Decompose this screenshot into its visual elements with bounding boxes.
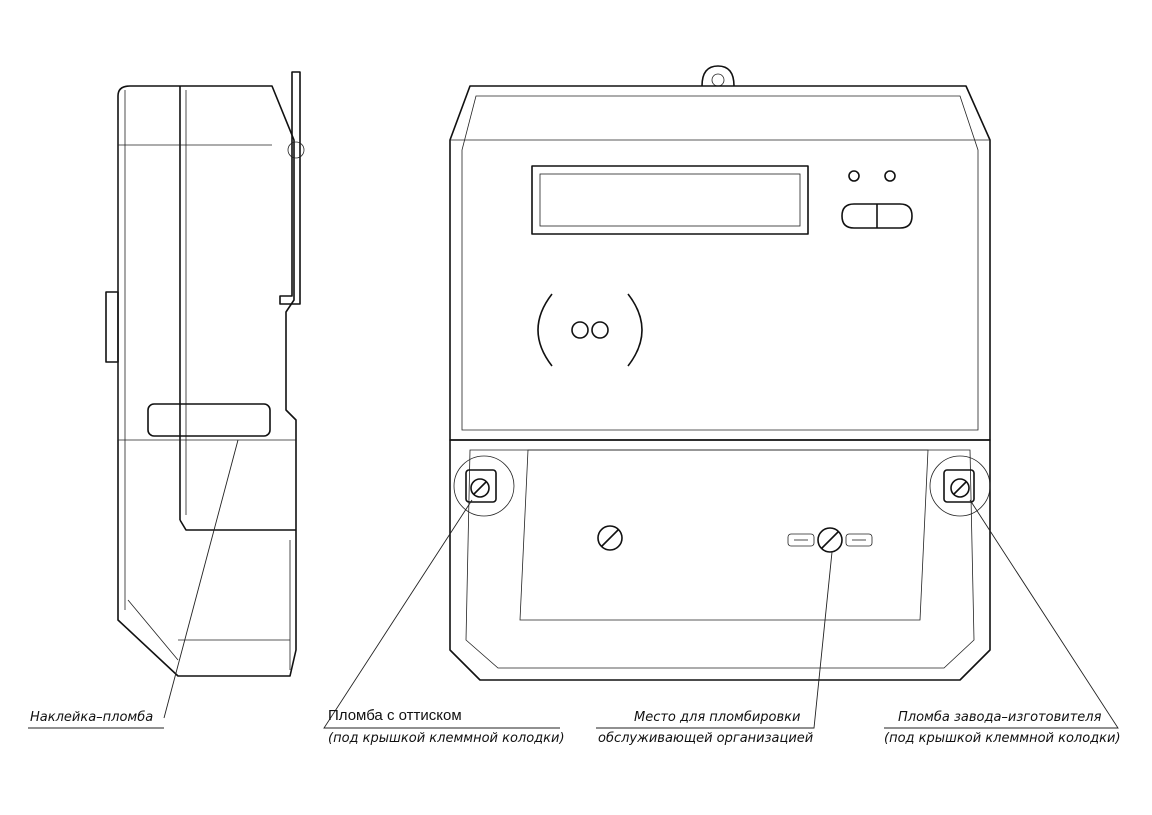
cover-screw-slot	[601, 529, 619, 547]
label-service-seal-line1: Место для пломбировки	[634, 710, 801, 725]
factory-seal-right-housing	[943, 469, 975, 503]
control-button	[841, 203, 913, 229]
label-factory-seal-note: (под крышкой клеммной колодки)	[884, 731, 1121, 746]
label-service-seal-line2: обслуживающей организацией	[598, 731, 814, 746]
hanging-eye	[701, 65, 735, 87]
front-view	[449, 65, 991, 681]
terminal-cover	[449, 439, 991, 681]
terminal-cover-bevel	[465, 449, 975, 669]
lcd-window-inner	[539, 173, 801, 227]
service-seal-screw-head	[817, 527, 843, 553]
leader-imprint-seal	[323, 499, 560, 729]
optical-port	[537, 293, 643, 367]
screw-head-left	[470, 478, 490, 498]
leader-service-seal	[596, 551, 833, 729]
optical-port-led-left	[571, 321, 589, 339]
sticker-seal	[147, 403, 271, 437]
side-view-hanger-hole	[287, 141, 305, 159]
leader-lines	[28, 439, 1119, 729]
front-upper-bevel	[461, 95, 979, 431]
terminal-cover-inner	[519, 449, 929, 621]
service-seal-hole-left	[787, 533, 815, 547]
leader-sticker-seal	[163, 439, 239, 719]
hanging-eye-hole	[711, 73, 725, 87]
front-upper-housing	[449, 85, 991, 441]
optical-port-right-arc	[627, 293, 643, 367]
led-indicator-left	[848, 170, 860, 182]
side-view-left-tab	[105, 291, 119, 363]
label-imprint-seal: Пломба с оттиском	[328, 707, 462, 724]
label-imprint-seal-note: (под крышкой клеммной колодки)	[328, 731, 565, 746]
cover-screw-head	[597, 525, 623, 551]
side-view-body	[117, 85, 297, 677]
label-sticker-seal: Наклейка–пломба	[30, 710, 154, 725]
factory-seal-right	[929, 455, 991, 517]
side-view	[105, 71, 305, 677]
side-view-hanger	[279, 71, 301, 305]
side-view-terminal-step	[179, 519, 296, 531]
screw-slot-left	[473, 481, 487, 495]
screw-head-right	[950, 478, 970, 498]
imprint-seal-left-housing	[465, 469, 497, 503]
service-seal-screw-slot	[821, 531, 839, 549]
side-view-bevel-bottom	[127, 599, 179, 661]
screw-slot-right	[953, 481, 967, 495]
service-seal-hole-right	[845, 533, 873, 547]
optical-port-led-right	[591, 321, 609, 339]
leader-factory-seal	[884, 499, 1119, 729]
imprint-seal-left-ring	[453, 455, 515, 517]
lcd-window	[531, 165, 809, 235]
factory-seal-right-ring	[929, 455, 991, 517]
service-seal-screw	[787, 527, 873, 553]
cover-screw	[597, 525, 623, 551]
label-factory-seal: Пломба завода–изготовителя	[898, 710, 1102, 725]
imprint-seal-left	[453, 455, 515, 517]
optical-port-left-arc	[537, 293, 553, 367]
led-indicator-right	[884, 170, 896, 182]
